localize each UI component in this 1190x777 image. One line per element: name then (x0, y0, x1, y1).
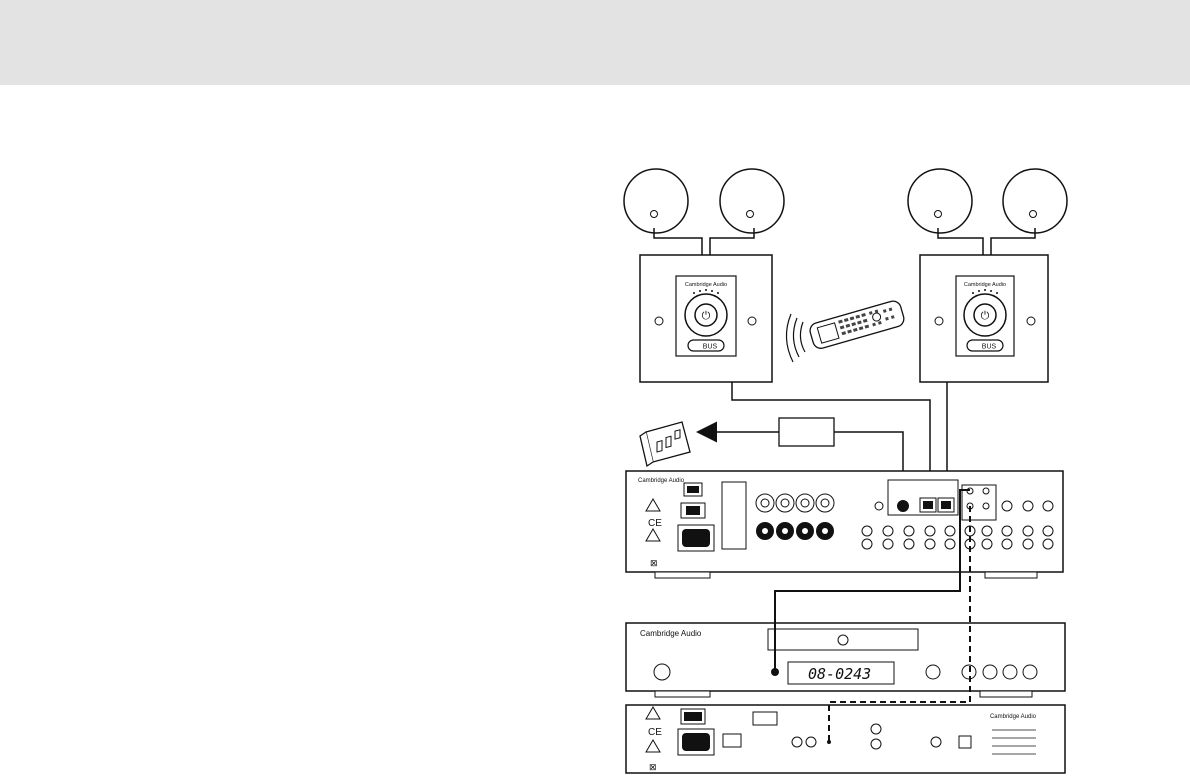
keypad-brand-label: Cambridge Audio (685, 282, 727, 288)
amp-brand-label: Cambridge Audio (638, 478, 685, 484)
cd-display-text: 08-0243 (808, 665, 871, 683)
keypad-bus-label: BUS (703, 344, 718, 351)
cd-player-front-panel: Cambridge Audio 08-0243 (625, 622, 1066, 698)
keypad-brand-label: Cambridge Audio (964, 282, 1006, 288)
cd-rear-brand-label: Cambridge Audio (990, 714, 1037, 720)
speaker-zone2-right (1002, 168, 1068, 234)
weee-bin-icon: ⊠ (650, 558, 658, 568)
power-supply-box (778, 417, 835, 447)
ce-mark-icon: CE (648, 518, 662, 529)
wall-keypad-zone1: Cambridge Audio ⏻ BUS (639, 254, 773, 383)
wall-outlet-icon (639, 421, 691, 468)
speaker-wires (653, 228, 1036, 255)
speaker-zone2-left (907, 168, 973, 234)
cd-player-rear-panel: CE ⊠ Cambridge Audio (625, 704, 1066, 774)
speaker-zone1-left (623, 168, 689, 234)
control-cable-solid (774, 489, 970, 672)
power-icon: ⏻ (981, 310, 990, 322)
weee-bin-icon: ⊠ (649, 762, 657, 772)
keypad-bus-label: BUS (982, 344, 997, 351)
wall-keypad-zone2: Cambridge Audio ⏻ BUS (919, 254, 1049, 383)
remote-control-icon (785, 300, 905, 363)
amplifier-rear-panel: Cambridge Audio CE ⊠ (625, 470, 1064, 579)
ce-mark-icon: CE (648, 727, 662, 738)
header-band (0, 0, 1190, 85)
speaker-zone1-right (719, 168, 785, 234)
power-icon: ⏻ (702, 310, 711, 322)
cd-brand-label: Cambridge Audio (640, 629, 702, 638)
